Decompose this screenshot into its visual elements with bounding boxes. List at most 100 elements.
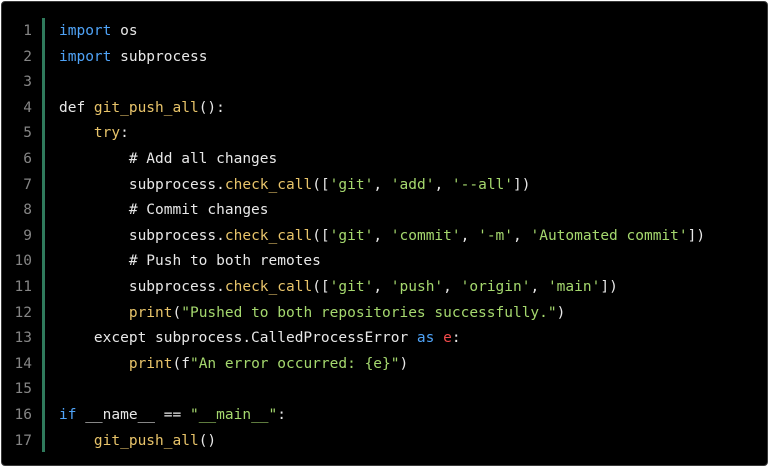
code-token: try <box>93 125 121 142</box>
code-line: subprocess.check_call(['git', 'commit', … <box>59 224 763 250</box>
code-line <box>59 377 763 403</box>
code-line: print(f"An error occurred: {e}") <box>59 352 763 378</box>
code-token: # Add all changes <box>59 150 278 167</box>
line-number: 15 <box>14 381 32 398</box>
code-token: 'git' <box>329 227 374 244</box>
code-token: : <box>451 330 461 347</box>
line-number: 14 <box>14 355 32 372</box>
code-line: # Push to both remotes <box>59 249 763 275</box>
code-token: , <box>460 227 479 244</box>
code-token: subprocess. <box>59 176 225 193</box>
code-token: : <box>120 125 129 142</box>
line-number: 12 <box>14 304 32 321</box>
code-token: 'commit' <box>390 227 461 244</box>
code-token: __name__ == <box>76 406 190 423</box>
code-line: print("Pushed to both repositories succe… <box>59 301 763 327</box>
code-line <box>59 70 763 96</box>
line-number: 6 <box>23 150 32 167</box>
code-token: subprocess <box>111 48 208 65</box>
code-token: except subprocess.CalledProcessError <box>59 330 417 347</box>
code-token: 'git' <box>329 176 374 193</box>
code-token: e <box>443 330 452 347</box>
code-token: ) <box>556 304 566 321</box>
code-line: subprocess.check_call(['git', 'push', 'o… <box>59 275 763 301</box>
code-line: try: <box>59 121 763 147</box>
code-token: ]) <box>600 278 618 295</box>
line-number: 10 <box>14 253 32 270</box>
code-token: ]) <box>687 227 706 244</box>
code-token: check_call <box>224 176 313 193</box>
code-token: subprocess. <box>59 227 225 244</box>
code-token: "Pushed to both repositories successfull… <box>181 304 557 321</box>
code-token: ([ <box>312 176 330 193</box>
code-token: (): <box>198 99 225 116</box>
line-number: 4 <box>23 99 32 116</box>
line-number: 13 <box>14 330 32 347</box>
line-number: 7 <box>23 176 32 193</box>
code-token: as <box>416 330 435 347</box>
line-number: 17 <box>14 432 32 449</box>
code-token: (f <box>172 355 190 372</box>
line-number: 1 <box>23 23 32 39</box>
code-token: check_call <box>224 227 313 244</box>
code-token: print <box>128 304 173 321</box>
code-token: ) <box>399 355 409 372</box>
code-line: if __name__ == "__main__": <box>59 403 763 429</box>
code-token: , <box>513 227 531 244</box>
line-number: 5 <box>23 125 32 142</box>
code-token: 'add' <box>390 176 435 193</box>
code-token <box>434 330 443 346</box>
code-token: ([ <box>312 278 330 295</box>
code-line: git_push_all() <box>59 429 763 455</box>
line-number: 16 <box>14 406 32 423</box>
code-token: def <box>59 99 94 116</box>
code-token: : <box>277 406 287 423</box>
code-token: print <box>128 355 173 372</box>
code-token: 'main' <box>547 278 601 295</box>
line-number: 11 <box>14 278 32 295</box>
code-token <box>59 305 129 321</box>
code-token: os <box>111 23 138 39</box>
code-token: '-m' <box>478 227 514 244</box>
code-token: subprocess. <box>59 278 225 295</box>
code-token: ]) <box>513 176 531 193</box>
code-token: import <box>59 23 112 39</box>
code-token: , <box>373 227 391 244</box>
code-token: 'Automated commit' <box>530 227 688 244</box>
code-token: "__main__" <box>189 406 278 423</box>
code-token: # Push to both remotes <box>59 253 321 270</box>
code-token: () <box>198 432 217 449</box>
code-token: ([ <box>312 227 330 244</box>
code-token: 'origin' <box>460 278 531 295</box>
code-token <box>59 125 94 141</box>
code-line: import subprocess <box>59 45 763 71</box>
code-line: import os <box>59 19 763 45</box>
code-line: # Add all changes <box>59 147 763 173</box>
code-token: check_call <box>224 278 313 295</box>
code-token: git_push_all <box>93 432 199 449</box>
code-token: , <box>434 176 452 193</box>
line-number: 3 <box>23 74 32 91</box>
code-token: , <box>373 176 391 193</box>
code-token: "An error occurred: {e}" <box>189 355 400 372</box>
gutter-divider <box>42 18 45 452</box>
code-line: def git_push_all(): <box>59 96 763 122</box>
code-token: 'push' <box>390 278 444 295</box>
code-token: ( <box>172 304 182 321</box>
code-line: subprocess.check_call(['git', 'add', '--… <box>59 173 763 199</box>
code-token: , <box>373 278 391 295</box>
line-number: 9 <box>23 227 32 244</box>
code-token: import <box>59 48 112 65</box>
code-token <box>59 433 94 449</box>
code-token: , <box>443 278 461 295</box>
code-token: '--all' <box>451 176 514 193</box>
code-token: # Commit changes <box>59 202 269 219</box>
code-token: 'git' <box>329 278 374 295</box>
code-line: except subprocess.CalledProcessError as … <box>59 326 763 352</box>
code-line: # Commit changes <box>59 198 763 224</box>
line-number: 2 <box>23 48 32 65</box>
code-token: if <box>59 406 77 423</box>
